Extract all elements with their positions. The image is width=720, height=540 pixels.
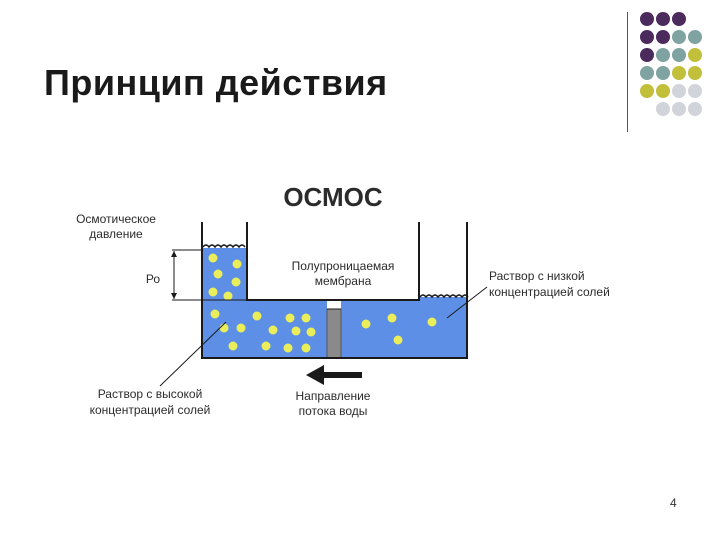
membrane-label-2: мембрана	[315, 274, 372, 288]
page-number: 4	[670, 496, 677, 510]
solute-particle	[213, 269, 223, 279]
decor-dot	[640, 30, 654, 44]
decor-dot	[656, 12, 670, 26]
decor-dot	[688, 48, 702, 62]
solute-particle	[261, 341, 271, 351]
solute-particle	[301, 343, 311, 353]
solute-particle	[232, 259, 242, 269]
flow-label-1: Направление	[296, 389, 371, 403]
solute-particle	[210, 309, 220, 319]
osmotic-pressure-label-2: давление	[89, 227, 143, 241]
low-concentration-leader	[446, 286, 488, 319]
solute-particle	[208, 287, 218, 297]
decor-dot	[656, 102, 670, 116]
decor-dot	[688, 30, 702, 44]
low-concentration-label-2: концентрацией солей	[489, 285, 610, 299]
solute-particle	[219, 323, 229, 333]
decor-dot	[672, 48, 686, 62]
solute-particle	[361, 319, 371, 329]
decor-dot	[672, 84, 686, 98]
po-arrowheads	[171, 251, 177, 299]
solute-particle	[427, 317, 437, 327]
solute-particle	[306, 327, 316, 337]
solute-particle	[301, 313, 311, 323]
solute-particle	[283, 343, 293, 353]
decor-dot	[688, 66, 702, 80]
decor-dot	[640, 48, 654, 62]
decor-dot	[640, 84, 654, 98]
decorative-divider	[627, 12, 628, 132]
solute-particle	[231, 277, 241, 287]
high-concentration-label-1: Раствор с высокой	[98, 387, 203, 401]
decor-dot	[656, 30, 670, 44]
solute-particle	[208, 253, 218, 263]
membrane	[326, 308, 342, 359]
solute-particle	[236, 323, 246, 333]
slide-title: Принцип действия	[44, 62, 388, 103]
high-concentration-particles	[208, 253, 316, 353]
high-concentration-label-2: концентрацией солей	[90, 403, 211, 417]
right-column-water	[419, 297, 467, 358]
membrane-label-1: Полупроницаемая	[292, 259, 395, 273]
decor-dot	[640, 66, 654, 80]
solute-particle	[228, 341, 238, 351]
solute-particle	[387, 313, 397, 323]
decor-dot	[688, 102, 702, 116]
left-water-surface	[202, 244, 246, 249]
low-concentration-label-1: Раствор с низкой	[489, 269, 585, 283]
diagram-heading: ОСМОС	[283, 182, 383, 212]
solute-particle	[252, 311, 262, 321]
solute-particle	[285, 313, 295, 323]
high-concentration-leader	[159, 321, 227, 387]
decor-dot	[672, 102, 686, 116]
flow-label-2: потока воды	[299, 404, 368, 418]
osmotic-pressure-label-1: Осмотическое	[76, 212, 156, 226]
decor-dot	[656, 84, 670, 98]
decor-dot	[672, 12, 686, 26]
solute-particle	[393, 335, 403, 345]
decor-dot	[640, 12, 654, 26]
solute-particle	[223, 291, 233, 301]
decor-dot	[672, 66, 686, 80]
po-label: Ро	[146, 272, 160, 286]
decor-dot	[656, 48, 670, 62]
low-concentration-particles	[361, 313, 437, 345]
decor-dot	[672, 30, 686, 44]
right-water-surface	[419, 294, 469, 299]
solute-particle	[268, 325, 278, 335]
decor-dot	[688, 84, 702, 98]
solute-particle	[291, 326, 301, 336]
flow-direction-arrow	[306, 365, 362, 385]
decor-dot	[656, 66, 670, 80]
vessel-outline	[201, 222, 468, 359]
